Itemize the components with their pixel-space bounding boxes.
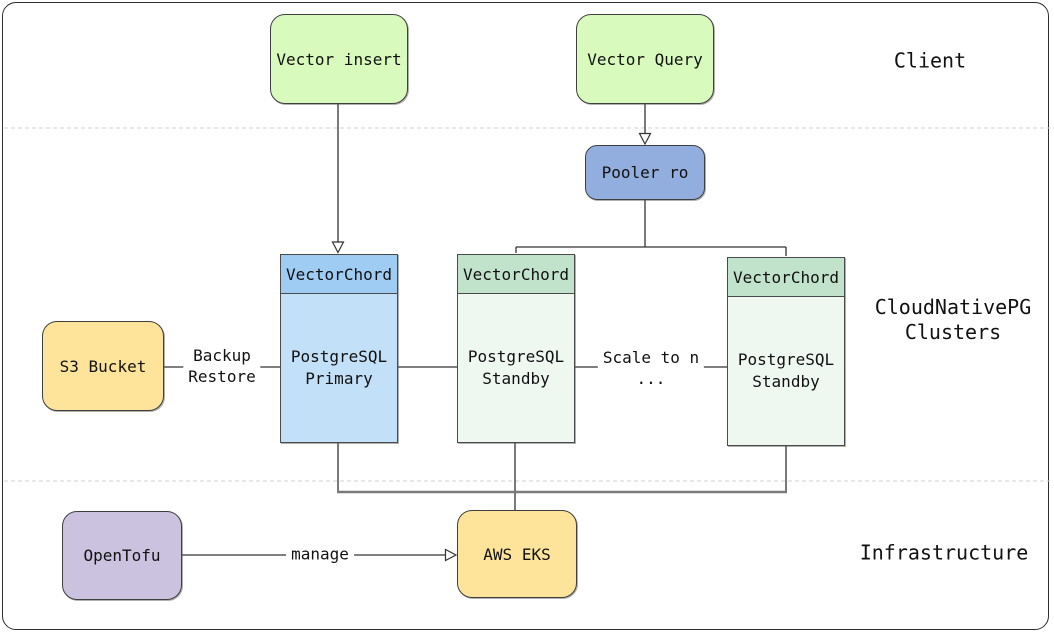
node-postgres-primary-body: PostgreSQL Primary xyxy=(281,294,397,442)
edge-label-manage-text: manage xyxy=(291,544,349,564)
node-postgres-standby-2: VectorChord PostgreSQL Standby xyxy=(727,257,845,446)
node-postgres-standby-2-header: VectorChord xyxy=(728,258,844,297)
section-label-client: Client xyxy=(894,49,966,74)
node-postgres-primary-line1: PostgreSQL xyxy=(290,347,388,367)
edge-label-scale: Scale to n ... xyxy=(597,347,705,391)
section-label-cloudnativepg-clusters: CloudNativePG Clusters xyxy=(875,295,1032,345)
node-vector-insert-label: Vector insert xyxy=(276,49,402,69)
node-postgres-primary-line2: Primary xyxy=(305,369,373,388)
node-postgres-standby-2-body: PostgreSQL Standby xyxy=(728,297,844,445)
node-postgres-primary-header: VectorChord xyxy=(281,255,397,294)
edge-label-manage: manage xyxy=(286,543,354,567)
section-label-infrastructure: Infrastructure xyxy=(860,541,1029,566)
node-vector-query-label: Vector Query xyxy=(587,49,703,69)
node-aws-eks: AWS EKS xyxy=(457,510,577,598)
node-pooler-ro-label: Pooler ro xyxy=(601,163,689,182)
edge-label-restore: Restore xyxy=(188,367,256,386)
node-postgres-standby-2-line1: PostgreSQL xyxy=(737,350,835,370)
node-s3-bucket: S3 Bucket xyxy=(42,321,164,411)
edge-label-backup: Backup xyxy=(193,346,251,366)
node-postgres-standby-1: VectorChord PostgreSQL Standby xyxy=(457,254,575,443)
node-postgres-standby-1-body: PostgreSQL Standby xyxy=(458,294,574,442)
node-postgres-primary: VectorChord PostgreSQL Primary xyxy=(280,254,398,443)
node-opentofu-label: OpenTofu xyxy=(83,546,161,565)
node-postgres-primary-header-label: VectorChord xyxy=(286,264,392,284)
node-pooler-ro: Pooler ro xyxy=(585,145,705,200)
node-postgres-standby-1-header-label: VectorChord xyxy=(463,264,569,284)
node-postgres-standby-2-line2: Standby xyxy=(752,372,820,391)
edge-label-scale-line2: ... xyxy=(636,369,666,388)
node-opentofu: OpenTofu xyxy=(62,511,182,600)
node-postgres-standby-1-header: VectorChord xyxy=(458,255,574,294)
node-vector-query: Vector Query xyxy=(576,14,714,104)
edge-label-scale-line1: Scale to n xyxy=(602,348,700,368)
node-postgres-standby-2-header-label: VectorChord xyxy=(733,267,839,287)
node-aws-eks-label: AWS EKS xyxy=(483,544,551,564)
node-vector-insert: Vector insert xyxy=(270,14,408,104)
section-label-client-text: Client xyxy=(893,48,967,73)
section-label-clusters: Clusters xyxy=(904,320,1002,344)
section-label-cloudnativepg: CloudNativePG xyxy=(874,295,1032,319)
node-postgres-standby-1-line1: PostgreSQL xyxy=(467,347,565,367)
node-postgres-standby-1-line2: Standby xyxy=(482,369,550,388)
node-s3-bucket-label: S3 Bucket xyxy=(59,356,147,376)
edge-label-backup-restore: Backup Restore xyxy=(183,345,261,389)
section-label-infrastructure-text: Infrastructure xyxy=(859,540,1029,565)
